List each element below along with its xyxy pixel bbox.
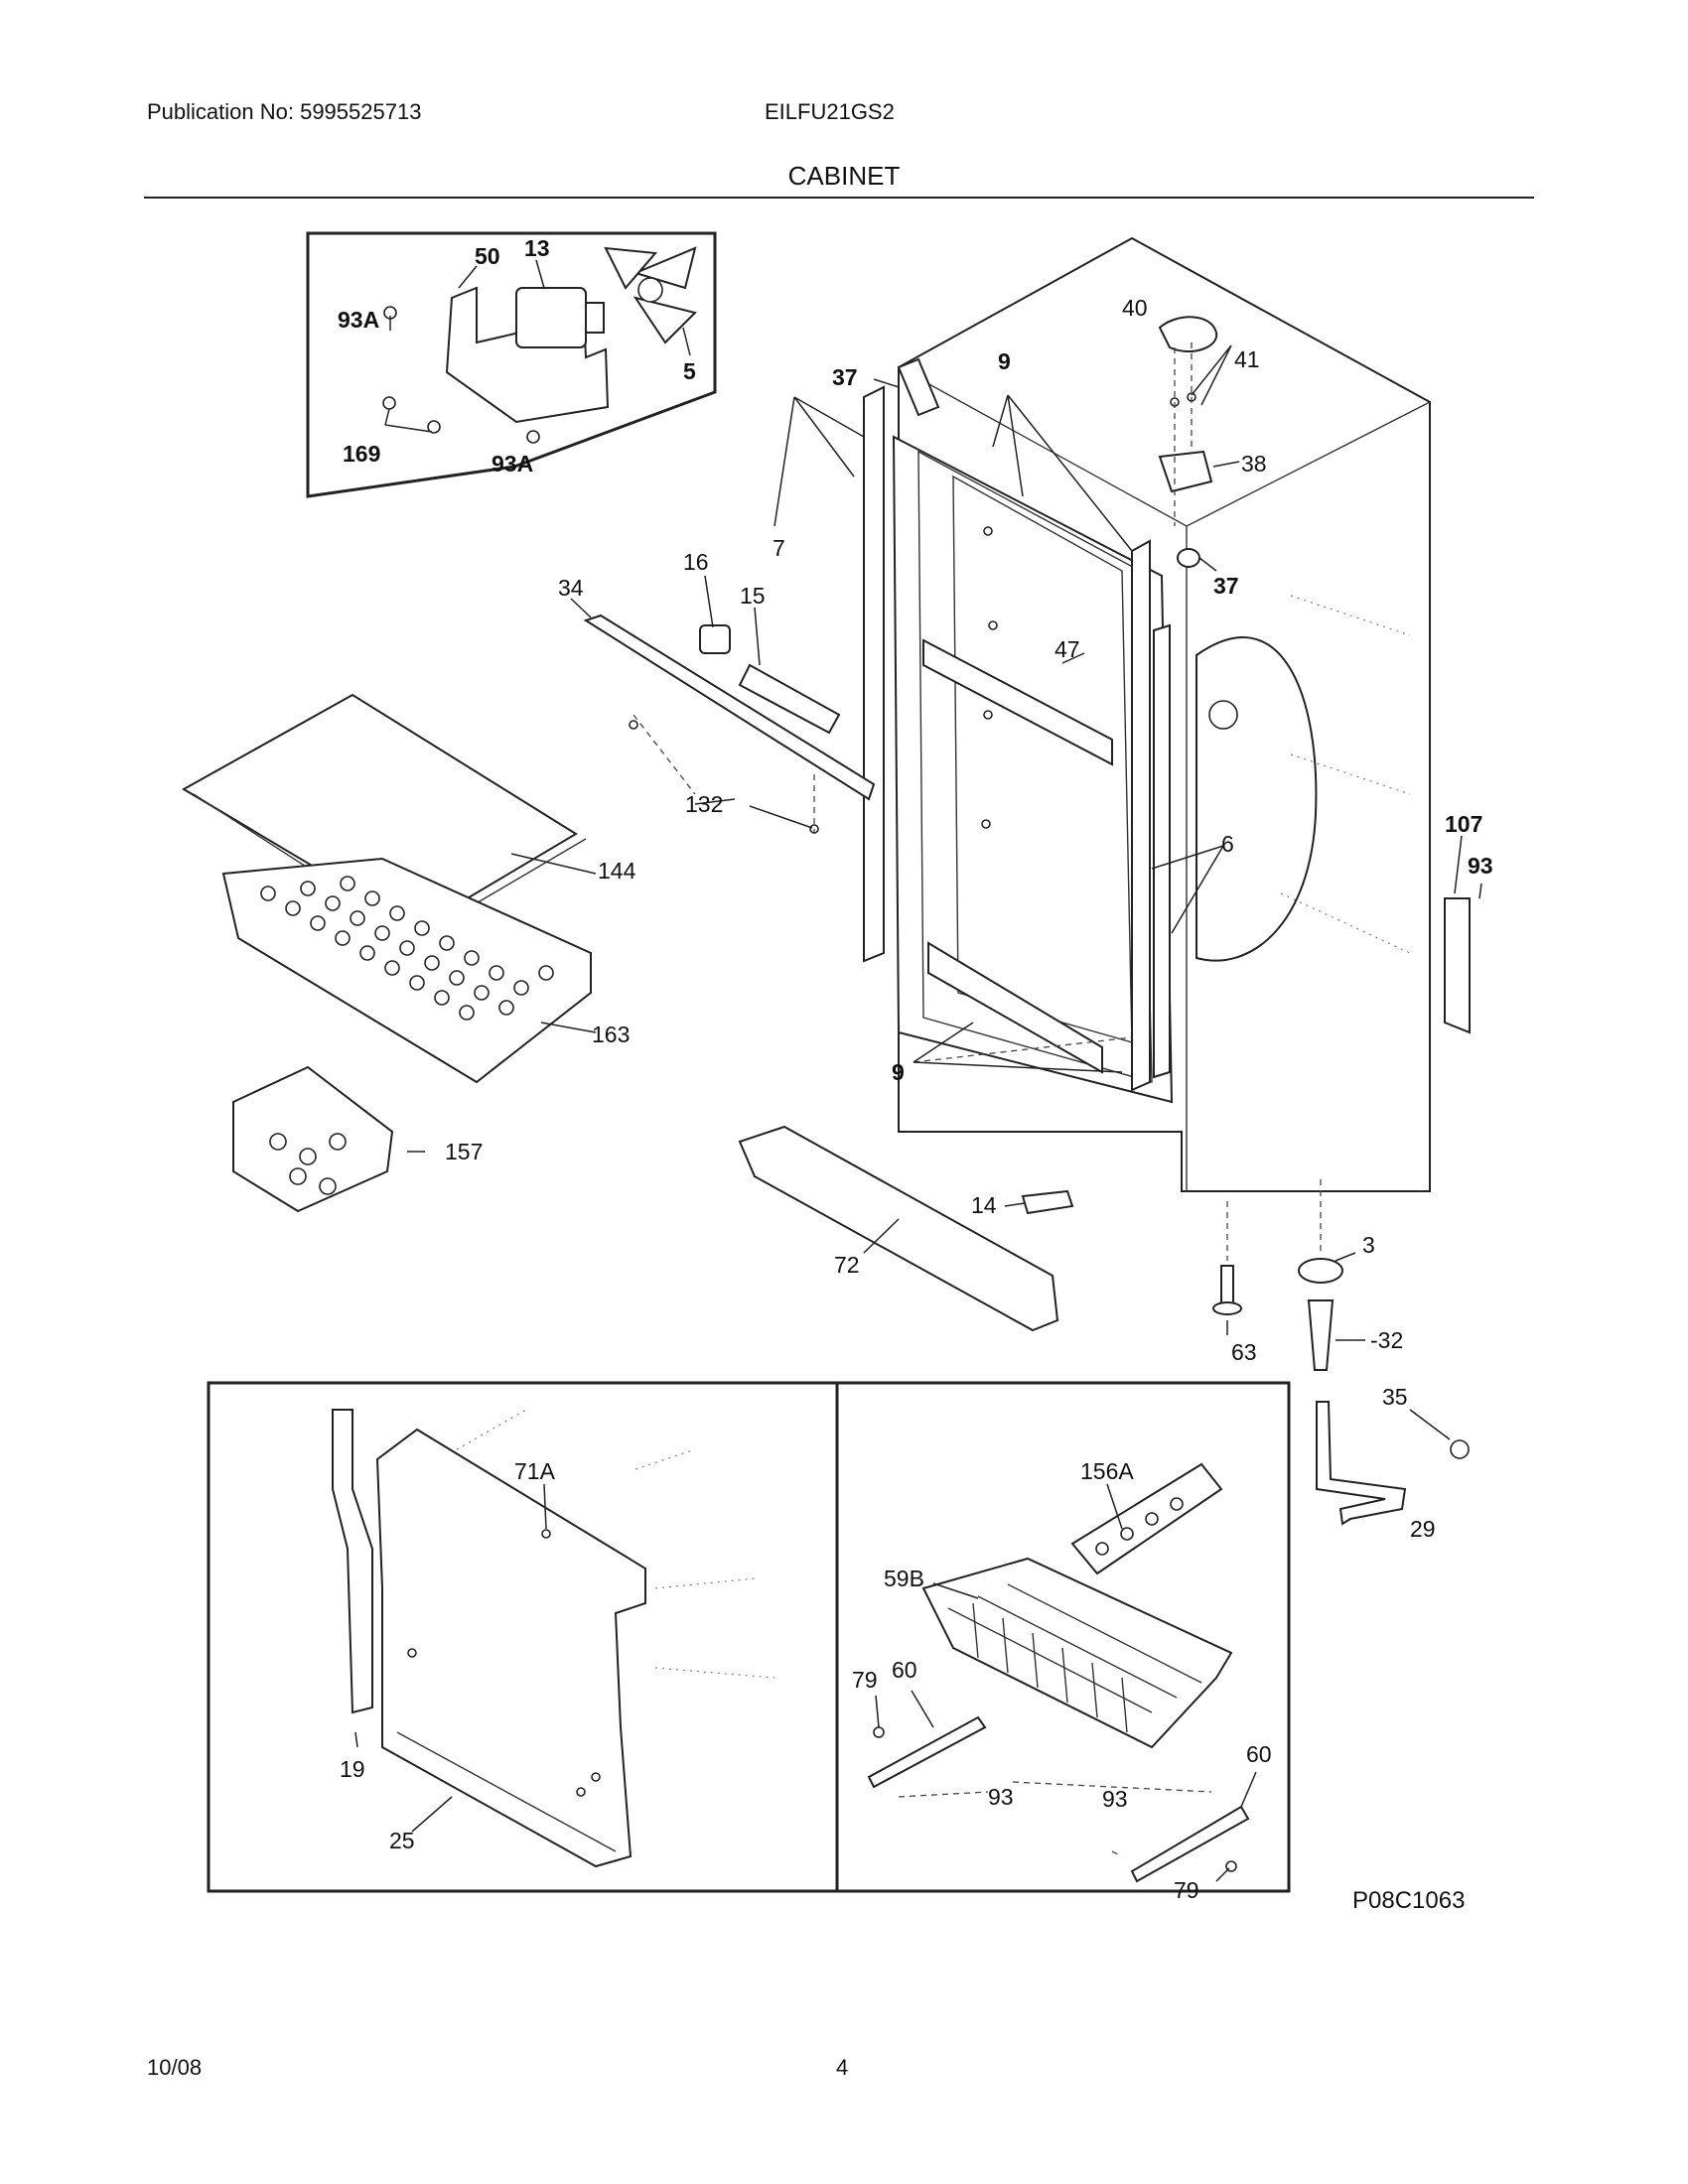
- shelf-and-grilles: 144 163 157: [181, 693, 636, 1213]
- callout-79-left: 79: [852, 1667, 878, 1693]
- back-panel-25: [375, 1428, 646, 1868]
- cabinet-body: 37 9 7 47 40 41 38 37 6 9: [773, 236, 1431, 1192]
- callout-40: 40: [1122, 295, 1148, 321]
- footer-date: 10/08: [147, 2055, 203, 2080]
- cabinet-opening: [892, 435, 1174, 1104]
- fan-bracket: [445, 286, 610, 424]
- callout-79-right: 79: [1174, 1877, 1199, 1903]
- motor-shaft: [585, 302, 605, 334]
- kickplate-and-misc: 14 72 107 93: [738, 811, 1493, 1332]
- callout-72: 72: [834, 1252, 860, 1278]
- fan-motor: [515, 287, 587, 348]
- callout-47: 47: [1055, 636, 1080, 662]
- strip-19: [332, 1409, 373, 1714]
- callout-19: 19: [340, 1756, 365, 1782]
- light-bulb-15: [738, 663, 841, 735]
- drain-hose-29: [1316, 1401, 1407, 1526]
- callout-9-top: 9: [998, 348, 1011, 374]
- screw-169-a: [382, 396, 396, 410]
- callout-38: 38: [1241, 451, 1267, 477]
- side-cover-107: [1444, 897, 1471, 1034]
- clip-79-left: [873, 1726, 885, 1738]
- callout-41: 41: [1234, 346, 1260, 372]
- clamp-35: [1450, 1439, 1470, 1459]
- leg-and-drain: 3 63 -32 35 29: [1212, 1179, 1470, 1542]
- hinge-cover-top: [897, 357, 940, 417]
- kickplate-72: [738, 1125, 1059, 1332]
- light-assembly: 34 16 15 132: [558, 549, 876, 834]
- callout-37-top: 37: [832, 364, 858, 390]
- fan-blade: [604, 246, 697, 344]
- callout-5: 5: [683, 358, 696, 384]
- callout-6: 6: [1221, 831, 1234, 857]
- side-trim: [1153, 623, 1171, 1079]
- callout-14: 14: [971, 1192, 997, 1218]
- section-title: CABINET: [787, 161, 901, 191]
- callout-63: 63: [1231, 1339, 1257, 1365]
- rail-60-left: [867, 1715, 987, 1789]
- callout-9-bottom: 9: [892, 1059, 905, 1085]
- drain-tube-32: [1307, 1299, 1335, 1371]
- callout-132: 132: [685, 791, 723, 817]
- callout-93a-bottom: 93A: [492, 451, 533, 477]
- callout-157: 157: [445, 1139, 483, 1164]
- basket-wires: [947, 1583, 1202, 1733]
- callout-25: 25: [389, 1828, 415, 1853]
- light-channel-34: [583, 614, 876, 801]
- callout-156a: 156A: [1080, 1458, 1134, 1484]
- callout-93-basket-left: 93: [988, 1784, 1014, 1810]
- callout-163: 163: [592, 1022, 630, 1047]
- fan-motor-inset: 50 13 93A 5 169 93A: [306, 231, 717, 498]
- hinge-38: [1158, 450, 1213, 493]
- grille-163: [221, 857, 592, 1084]
- rail-60-right: [1130, 1805, 1250, 1883]
- callout-37-right: 37: [1213, 573, 1239, 599]
- grille-163-holes: [260, 876, 554, 1021]
- callout-3: 3: [1362, 1232, 1375, 1258]
- door-gasket-right: [1131, 539, 1151, 1092]
- guard-157: [232, 1065, 394, 1213]
- light-socket-16: [699, 624, 731, 654]
- part-14: [1021, 1189, 1074, 1215]
- diagram-code: P08C1063: [1352, 1887, 1465, 1914]
- callout-35: 35: [1382, 1384, 1408, 1410]
- back-panel-inset: 71A 19 25: [207, 1381, 839, 1893]
- callout-93-right: 93: [1468, 853, 1493, 879]
- bottom-rail: [927, 941, 1103, 1074]
- callout-29: 29: [1410, 1516, 1436, 1542]
- door-gasket-left: [863, 385, 885, 963]
- leg-63: [1220, 1265, 1234, 1306]
- basket-59b: [921, 1557, 1233, 1749]
- callout-169: 169: [343, 441, 380, 467]
- hinge-cover-right: [1177, 548, 1200, 568]
- callout-50: 50: [475, 243, 500, 269]
- basket-inset-frame: [835, 1381, 1291, 1893]
- callout-59b: 59B: [884, 1566, 924, 1591]
- callout-71a: 71A: [514, 1458, 556, 1484]
- callout-60-left: 60: [892, 1657, 917, 1683]
- callout-93a-top: 93A: [338, 307, 379, 333]
- fan-inset-frame: [306, 231, 717, 498]
- header-rule: [144, 197, 1534, 199]
- callout-15: 15: [740, 583, 766, 609]
- plug-3: [1298, 1258, 1343, 1284]
- page-number: 4: [836, 2055, 849, 2080]
- model-number: EILFU21GS2: [765, 99, 895, 124]
- cross-rail-47: [922, 638, 1113, 766]
- callout-13: 13: [524, 235, 550, 261]
- callout-60-right: 60: [1246, 1741, 1272, 1767]
- screw-93a-bottom: [526, 430, 540, 444]
- callout-7: 7: [773, 535, 785, 561]
- callout-32: -32: [1370, 1327, 1403, 1353]
- publication-number: Publication No: 5995525713: [147, 99, 422, 124]
- screw-169-b: [427, 420, 441, 434]
- hinge-cap-40: [1158, 316, 1218, 352]
- callout-34: 34: [558, 575, 584, 601]
- callout-107: 107: [1445, 811, 1482, 837]
- callout-93-basket-right: 93: [1102, 1786, 1128, 1812]
- callout-16: 16: [683, 549, 709, 575]
- callout-144: 144: [598, 858, 636, 884]
- basket-inset: 156A 59B 79 60 93 60 93 79: [835, 1381, 1291, 1903]
